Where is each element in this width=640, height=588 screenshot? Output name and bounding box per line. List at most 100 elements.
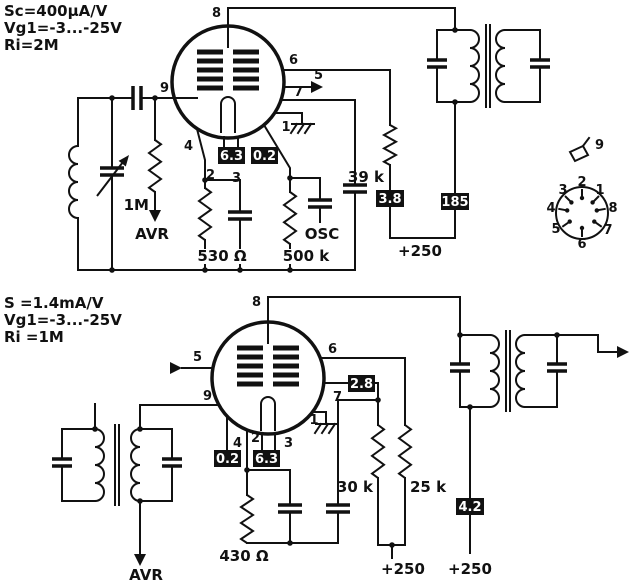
badge-anode-current bbox=[456, 498, 484, 515]
resistor-39k-label: 39 k bbox=[348, 168, 385, 186]
if-primary-coil bbox=[94, 428, 105, 502]
spec-internal-resistance: Ri=2M bbox=[4, 36, 59, 54]
socket-pin-4: 4 bbox=[546, 201, 555, 216]
resistor-430 bbox=[240, 494, 254, 544]
top-heater: 6.3 0.2 2 3 bbox=[206, 136, 278, 186]
top-anode-rail: 8 bbox=[212, 6, 456, 31]
bottom-cathode-network: 430 Ω bbox=[219, 429, 339, 565]
socket-pin-7: 7 bbox=[603, 223, 612, 238]
transformer-core bbox=[114, 424, 120, 506]
avr-arrow bbox=[149, 210, 161, 222]
socket-pin-2: 2 bbox=[577, 175, 586, 190]
tube-grids bbox=[197, 49, 259, 91]
resistor-500k-label: 500 k bbox=[283, 247, 331, 265]
badge-anode-voltage bbox=[441, 193, 469, 210]
badge-screen-current bbox=[376, 190, 404, 207]
badge-grid-voltage-text: 0.2 bbox=[216, 452, 239, 467]
socket-pin-numbers: 1 2 3 4 5 6 7 8 bbox=[546, 175, 617, 252]
antenna-coil bbox=[68, 145, 79, 219]
socket-outline bbox=[555, 186, 609, 240]
bottom-ground-pin1: 1 bbox=[309, 411, 337, 435]
tuning-arrow bbox=[96, 161, 124, 197]
supply-250-screen-label: +250 bbox=[381, 560, 425, 578]
pin-label-4: 4 bbox=[233, 436, 242, 451]
badge-grid-voltage bbox=[214, 450, 241, 467]
resistor-430-label: 430 Ω bbox=[219, 547, 269, 565]
top-cap-symbol: 9 bbox=[568, 136, 604, 163]
pin-label-5: 5 bbox=[193, 350, 202, 365]
resistor-530 bbox=[198, 187, 212, 241]
tube-grids bbox=[237, 345, 299, 387]
socket-pin-1: 1 bbox=[595, 183, 604, 198]
pin-label-1: 1 bbox=[281, 120, 290, 135]
top-grid-resistor-avc: 1M AVR bbox=[124, 95, 169, 243]
bottom-screen-network: 6 2.8 7 30 k 25 k +250 bbox=[319, 342, 447, 578]
top-cap-label: 9 bbox=[595, 138, 604, 153]
resistor-30k-label: 30 k bbox=[337, 478, 374, 496]
pin-label-2: 2 bbox=[251, 431, 260, 446]
pin-label-9: 9 bbox=[203, 389, 212, 404]
top-anode-output: 5 bbox=[283, 68, 323, 93]
pin-label-7: 7 bbox=[333, 390, 342, 405]
top-pin7-decoupling: 7 bbox=[280, 85, 367, 271]
pin-label-4: 4 bbox=[184, 139, 193, 154]
pin-label-3: 3 bbox=[284, 436, 293, 451]
if-primary-coil bbox=[469, 29, 480, 103]
if-primary-coil bbox=[489, 334, 500, 408]
resistor-1m bbox=[148, 139, 162, 193]
avr-arrow bbox=[134, 554, 146, 566]
pin-label-7: 7 bbox=[294, 85, 303, 100]
tube-cathode bbox=[220, 96, 236, 133]
spec-internal-resistance: Ri =1M bbox=[4, 328, 64, 346]
osc-label: OSC bbox=[305, 225, 340, 243]
badge-osc-grid-text: 0.2 bbox=[253, 149, 276, 164]
bottom-if-transformer-right: 4.2 +250 bbox=[448, 330, 629, 578]
grid-cap-icon bbox=[568, 144, 590, 163]
top-if-transformer: 185 +250 bbox=[389, 24, 550, 260]
pin-label-2: 2 bbox=[206, 168, 215, 183]
badge-screen-current bbox=[348, 375, 375, 392]
spec-transconductance: Sc=400µA/V bbox=[4, 2, 108, 20]
resistor-500k bbox=[283, 191, 297, 245]
avr-label: AVR bbox=[135, 225, 169, 243]
pin-label-3: 3 bbox=[232, 171, 241, 186]
pin-label-5: 5 bbox=[314, 68, 323, 83]
output-arrow bbox=[617, 346, 629, 358]
spec-transconductance: S =1.4mA/V bbox=[4, 294, 104, 312]
socket-pin-ticks bbox=[558, 189, 606, 237]
socket-pin-5: 5 bbox=[551, 222, 560, 237]
bottom-tube bbox=[210, 320, 326, 436]
pin-label-8: 8 bbox=[252, 295, 261, 310]
supply-250-anode-label: +250 bbox=[448, 560, 492, 578]
badge-heater-voltage-text: 6.3 bbox=[220, 149, 243, 164]
socket-pin-8: 8 bbox=[608, 201, 617, 216]
bottom-if-transformer-left: AVR bbox=[52, 403, 182, 584]
badge-anode-voltage-text: 185 bbox=[441, 195, 468, 210]
top-screen-network: 6 39 k 3.8 bbox=[282, 53, 404, 239]
resistor-530-label: 530 Ω bbox=[197, 247, 247, 265]
avr-label: AVR bbox=[129, 566, 163, 584]
if-secondary-coil bbox=[495, 29, 506, 103]
top-cathode-network: 4 530 Ω bbox=[184, 127, 252, 271]
bottom-specs: S =1.4mA/V Vg1=-3...-25V Ri =1M bbox=[4, 294, 122, 346]
resistor-30k bbox=[370, 423, 386, 480]
pin-label-1: 1 bbox=[309, 413, 318, 428]
top-circuit: Sc=400µA/V Vg1=-3...-25V Ri=2M 8 bbox=[4, 2, 550, 273]
input-arrow bbox=[170, 362, 182, 374]
socket-pin-6: 6 bbox=[577, 237, 586, 252]
badge-heater-voltage bbox=[218, 147, 245, 164]
pin-label-8: 8 bbox=[212, 6, 221, 21]
resistor-25k-label: 25 k bbox=[410, 478, 447, 496]
tube-cathode bbox=[260, 396, 276, 431]
spec-grid-voltage: Vg1=-3...-25V bbox=[4, 19, 122, 37]
spec-grid-voltage: Vg1=-3...-25V bbox=[4, 311, 122, 329]
output-arrow bbox=[311, 81, 323, 93]
pin-label-6: 6 bbox=[328, 342, 337, 357]
transformer-core bbox=[485, 24, 491, 108]
socket-pin-3: 3 bbox=[558, 183, 567, 198]
pin-label-6: 6 bbox=[289, 53, 298, 68]
bottom-input-arrow: 5 bbox=[170, 350, 214, 374]
resistor-1m-label: 1M bbox=[124, 196, 149, 214]
